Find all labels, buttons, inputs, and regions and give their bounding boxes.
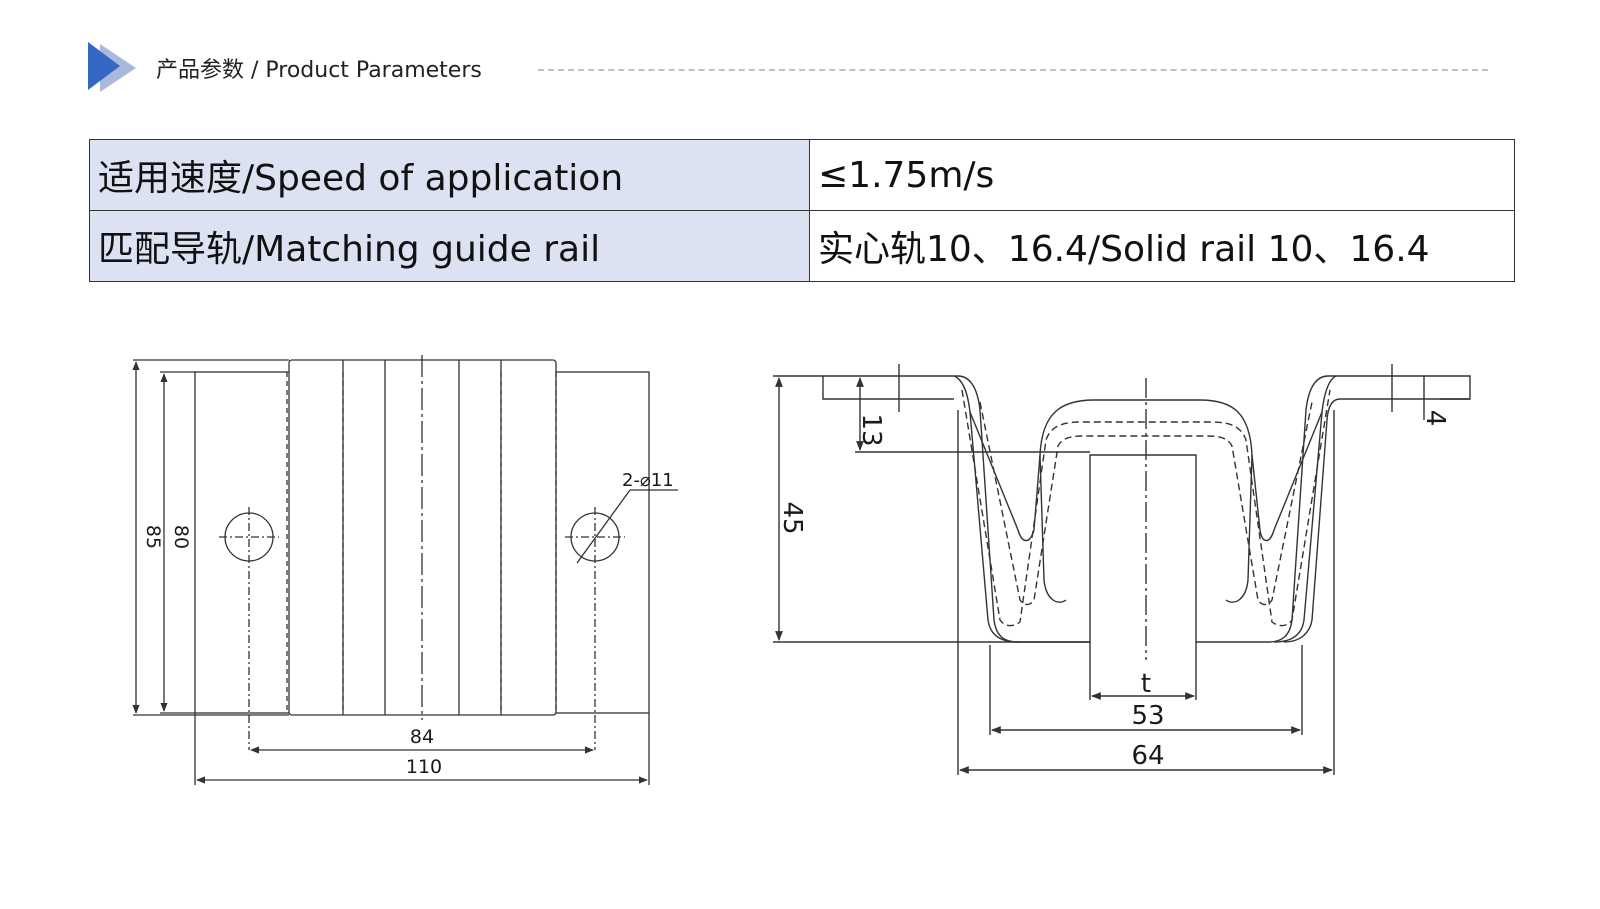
section-header: 产品参数 / Product Parameters (88, 40, 1488, 94)
table-row: 适用速度/Speed of application ≤1.75m/s (89, 139, 1515, 211)
mounting-hole-right (570, 512, 620, 562)
table-row: 匹配导轨/Matching guide rail 实心轨10、16.4/Soli… (89, 210, 1515, 282)
side-view-dimensions: 13 4 45 t 53 64 (777, 410, 1450, 771)
dim-flange-depth: 13 (856, 413, 886, 446)
dim-height-outer: 85 (142, 525, 164, 549)
param-value: 实心轨10、16.4/Solid rail 10、16.4 (809, 210, 1515, 282)
front-view-dimensions: 85 80 84 110 2-⌀11 (142, 470, 674, 778)
dim-gap: t (1141, 669, 1151, 699)
dim-thickness: 4 (1420, 410, 1450, 427)
param-label: 适用速度/Speed of application (89, 139, 810, 211)
hole-callout: 2-⌀11 (622, 470, 674, 491)
dim-hole-spacing: 84 (410, 726, 434, 748)
mounting-hole-left (224, 512, 274, 562)
front-view (132, 355, 678, 785)
param-value: ≤1.75m/s (809, 139, 1515, 211)
dim-outer-width: 64 (1131, 741, 1164, 771)
dashed-divider (538, 69, 1488, 71)
chevron-arrow-icon (88, 42, 136, 92)
param-label: 匹配导轨/Matching guide rail (89, 210, 810, 282)
dim-width: 110 (406, 756, 442, 778)
dim-height-inner: 80 (170, 525, 192, 549)
parameters-table: 适用速度/Speed of application ≤1.75m/s 匹配导轨/… (89, 139, 1515, 282)
dim-height: 45 (777, 501, 807, 534)
section-title: 产品参数 / Product Parameters (156, 58, 482, 83)
side-view (773, 364, 1471, 775)
dim-inner-width: 53 (1131, 701, 1164, 731)
